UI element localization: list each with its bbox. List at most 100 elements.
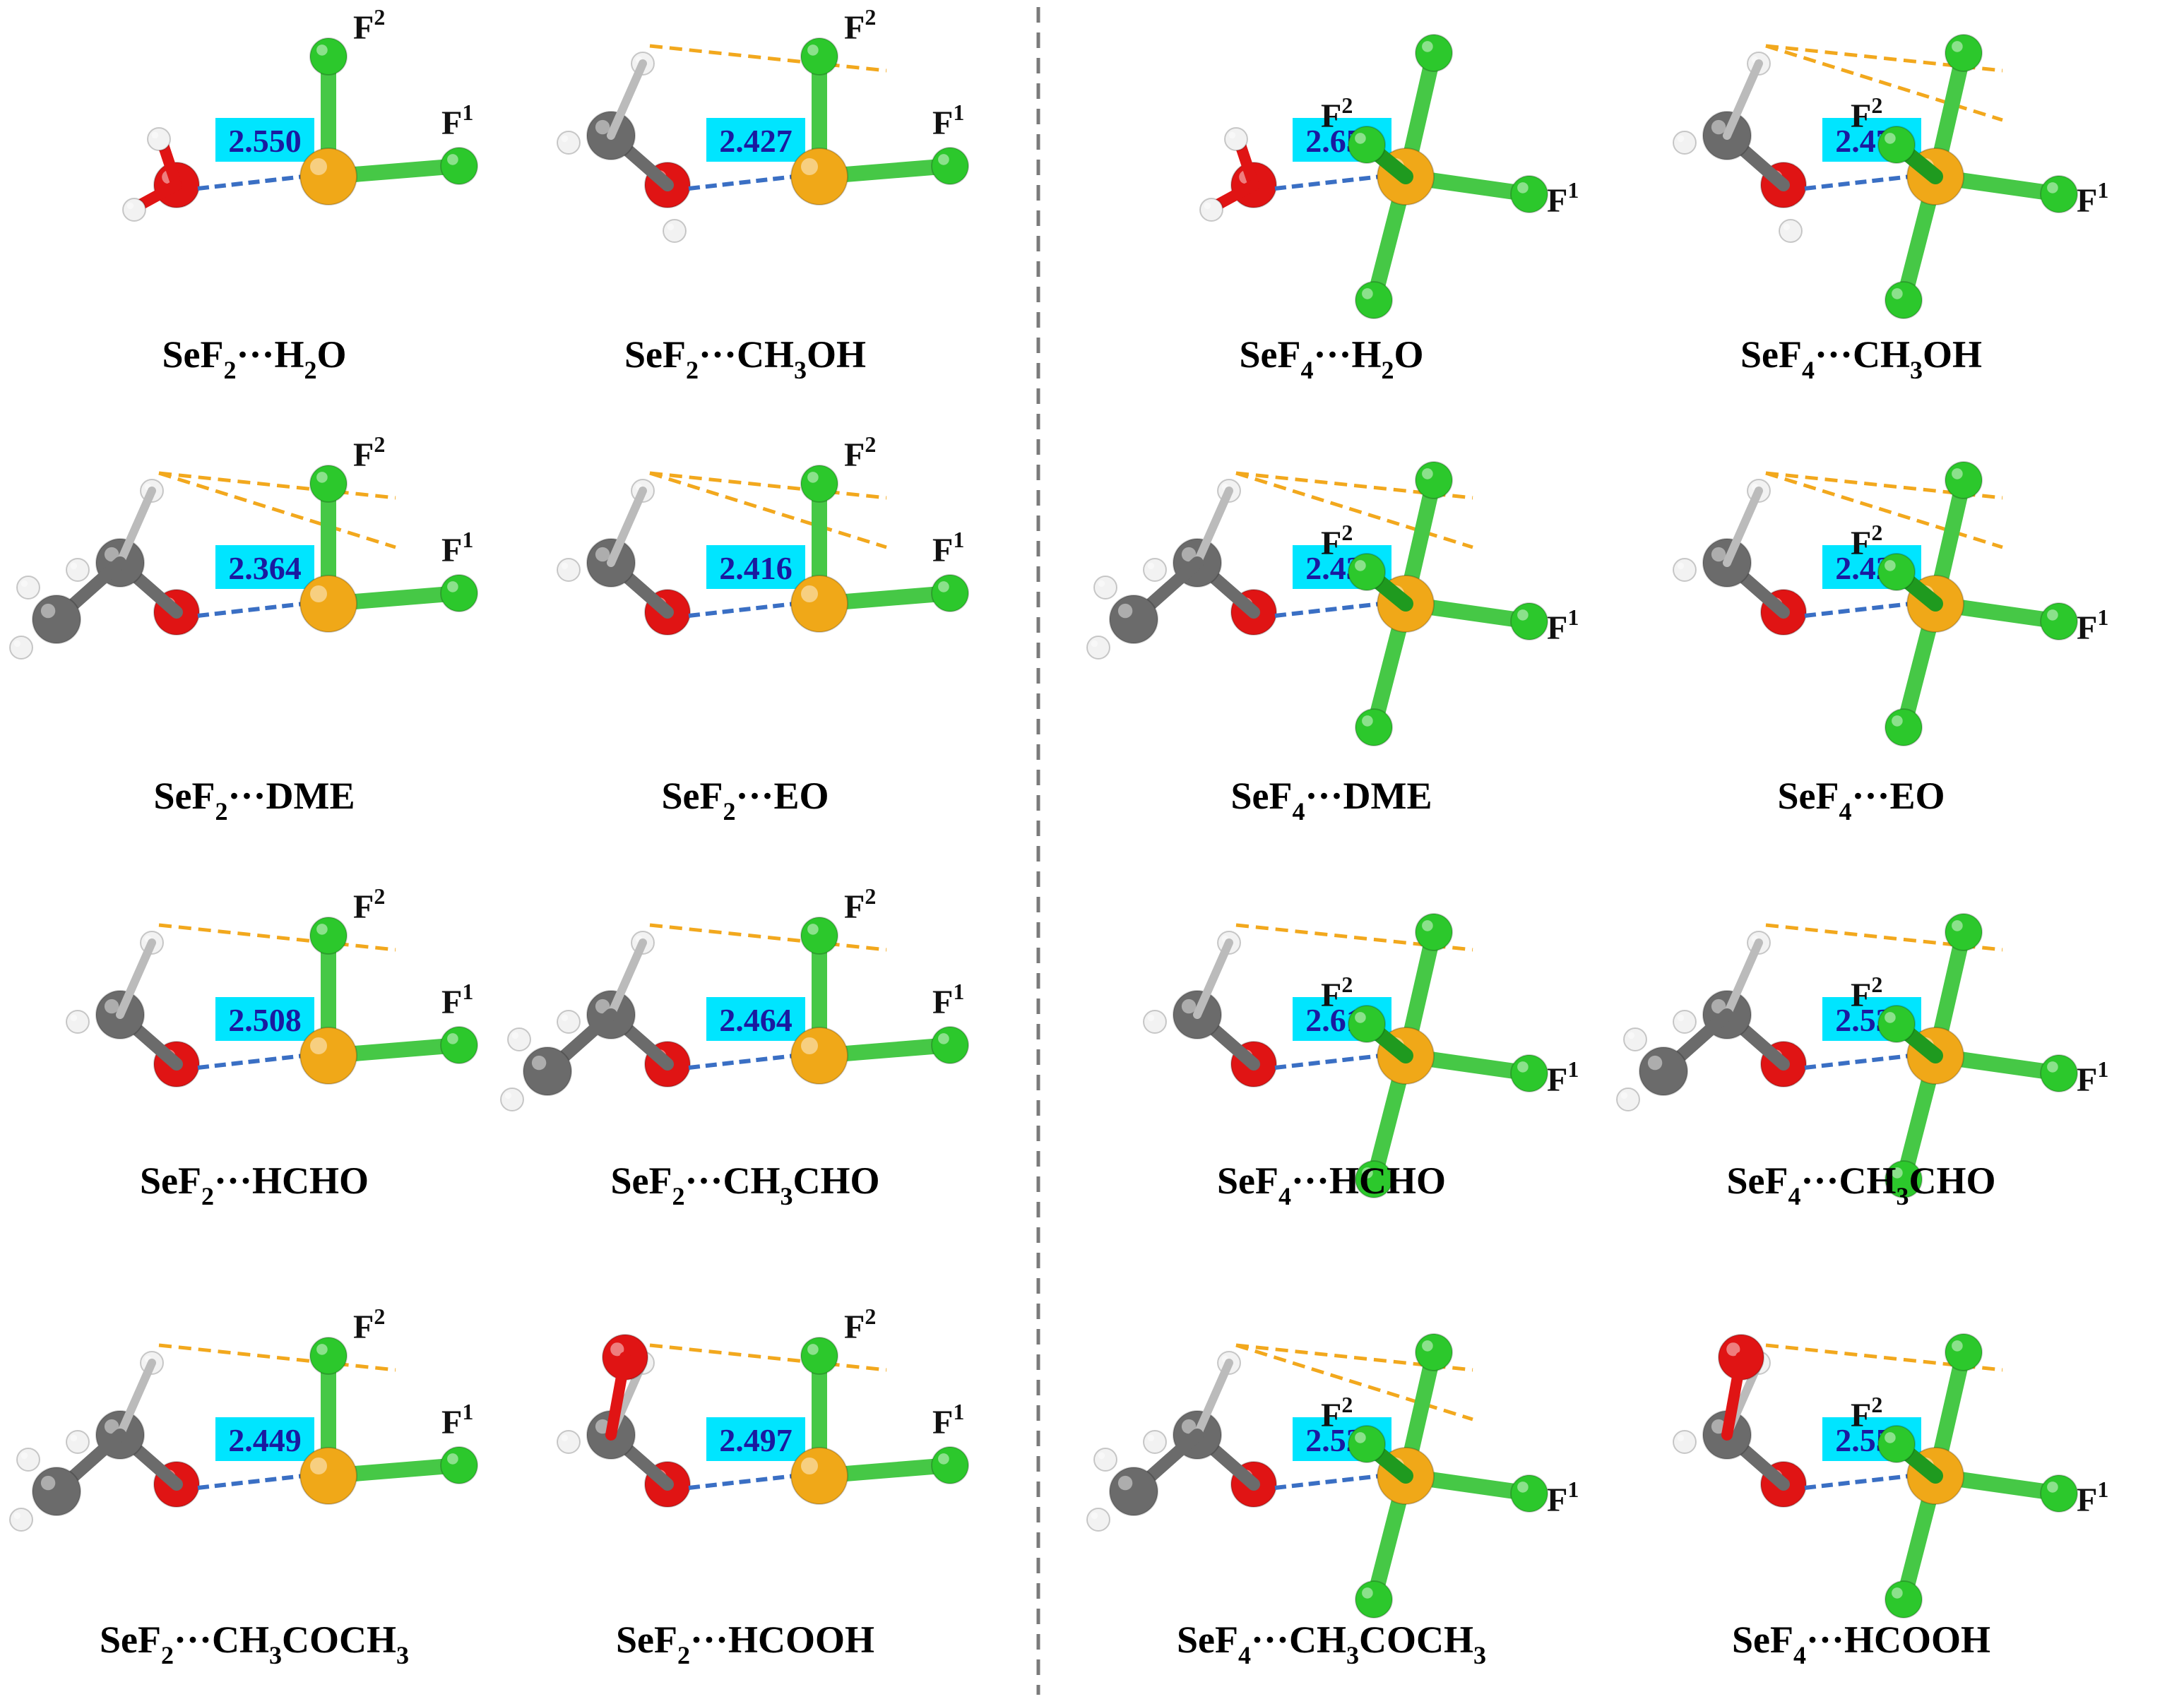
- bond: [1193, 938, 1233, 1019]
- atom-highlight: [447, 1453, 458, 1465]
- atom-highlight: [801, 158, 818, 175]
- secondary-interaction-line: [1765, 471, 2003, 549]
- secondary-interaction-line: [158, 471, 396, 549]
- fluorine-atom: [1885, 708, 1923, 746]
- distance-label-bg: [215, 1417, 314, 1461]
- atom-highlight: [1422, 920, 1433, 931]
- hydrogen-atom: [1143, 1010, 1167, 1034]
- atom-highlight: [2047, 1061, 2058, 1073]
- atom-highlight: [1228, 131, 1236, 139]
- atom-highlight: [801, 585, 818, 602]
- fluorine-atom-f2: [1877, 1425, 1916, 1463]
- selenium-atom: [790, 1027, 848, 1085]
- atom-highlight: [20, 580, 28, 588]
- complex-caption: SeF2···H2O: [162, 333, 346, 384]
- fluorine-atom: [1415, 913, 1453, 951]
- bond: [1723, 59, 1763, 140]
- atom-highlight: [807, 44, 819, 56]
- atom-highlight: [1517, 609, 1529, 621]
- atom-highlight: [447, 581, 458, 592]
- fluorine-atom-f2: [1877, 1005, 1916, 1043]
- complex-caption: SeF4···CH3OH: [1740, 333, 1982, 384]
- atom-highlight: [1885, 1432, 1896, 1443]
- atom-highlight: [1892, 288, 1903, 299]
- f2-label: F2: [353, 431, 385, 474]
- atom-highlight: [40, 1475, 56, 1491]
- f2-label: F2: [1851, 93, 1882, 135]
- fluorine-atom-f2: [800, 37, 838, 76]
- atom-highlight: [1098, 580, 1105, 588]
- atom-highlight: [447, 154, 458, 165]
- atom-highlight: [1711, 998, 1726, 1014]
- hydrogen-atom: [9, 636, 33, 660]
- atom-highlight: [2047, 1482, 2058, 1493]
- fluorine-atom-f2: [800, 465, 838, 503]
- f1-label: F1: [1547, 604, 1579, 647]
- atom-highlight: [610, 1342, 624, 1357]
- atom-highlight: [938, 1033, 949, 1044]
- hydrogen-atom: [663, 219, 687, 243]
- hydrogen-atom: [557, 1430, 581, 1454]
- bond: [607, 487, 647, 567]
- distance-label: 2.508: [228, 1002, 302, 1038]
- atom-highlight: [1517, 182, 1529, 193]
- distance-label: 2.449: [228, 1422, 302, 1458]
- atom-highlight: [1422, 41, 1433, 52]
- carbon-atom: [32, 595, 81, 644]
- complex-caption: SeF2···HCHO: [140, 1160, 369, 1210]
- hydrogen-atom: [1086, 636, 1110, 660]
- bond: [1723, 938, 1763, 1019]
- chalcogen-bond-line: [197, 1054, 304, 1070]
- hydrogen-atom: [507, 1027, 531, 1051]
- atom-highlight: [310, 1037, 327, 1054]
- fluorine-atom-f1: [2040, 1474, 2078, 1513]
- distance-label: 2.497: [719, 1422, 793, 1458]
- hydrogen-atom: [1673, 558, 1697, 582]
- atom-highlight: [310, 585, 327, 602]
- selenium-atom: [790, 575, 848, 633]
- chalcogen-bond-line: [688, 1474, 795, 1490]
- atom-highlight: [70, 1434, 78, 1442]
- fluorine-atom-f1: [440, 574, 478, 612]
- fluorine-atom: [1355, 1160, 1393, 1198]
- atom-highlight: [1362, 1167, 1373, 1179]
- f2-label: F2: [1851, 520, 1882, 562]
- bond: [116, 938, 156, 1019]
- hydrogen-atom: [1093, 576, 1117, 600]
- atom-highlight: [310, 1457, 327, 1474]
- f1-label: F1: [2077, 604, 2108, 647]
- bond: [1723, 487, 1763, 567]
- atom-highlight: [1885, 560, 1896, 571]
- chalcogen-bond-line: [197, 174, 304, 191]
- fluorine-atom-f2: [309, 37, 348, 76]
- secondary-interaction-line: [649, 1343, 887, 1372]
- atom-highlight: [1892, 1587, 1903, 1599]
- f1-label: F1: [932, 1399, 964, 1441]
- atom-highlight: [2047, 609, 2058, 621]
- fluorine-atom-f2: [1348, 126, 1386, 164]
- bond: [132, 179, 182, 212]
- atom-highlight: [104, 998, 119, 1014]
- atom-highlight: [1181, 1419, 1197, 1434]
- atom-highlight: [1362, 715, 1373, 727]
- complex-caption: SeF2···CH3CHO: [610, 1160, 879, 1210]
- atom-highlight: [807, 472, 819, 483]
- f1-label: F1: [441, 979, 473, 1021]
- hydrogen-atom: [122, 198, 146, 222]
- atom-highlight: [1147, 562, 1155, 570]
- atom-highlight: [595, 547, 610, 562]
- atom-highlight: [561, 562, 569, 570]
- atom-highlight: [1711, 119, 1726, 135]
- chalcogen-bond-line: [197, 1474, 304, 1490]
- f2-label: F2: [1321, 1392, 1353, 1434]
- f2-label: F2: [844, 883, 876, 926]
- atom-highlight: [667, 223, 675, 231]
- fluorine-atom-f1: [931, 1026, 969, 1064]
